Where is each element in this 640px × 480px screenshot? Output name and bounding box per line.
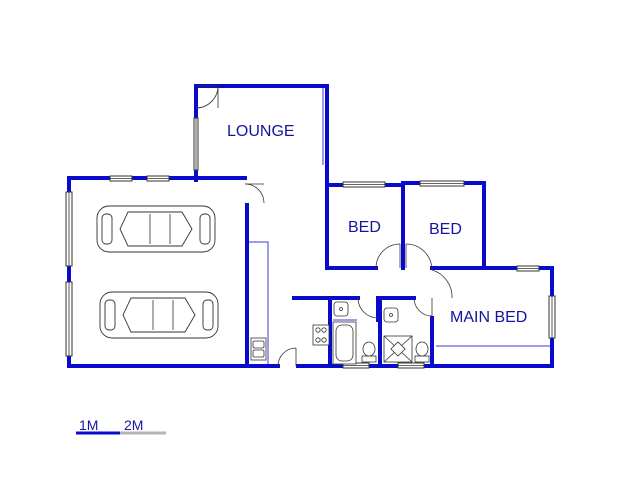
window-main-bed-top: [516, 265, 540, 272]
car-1: [96, 205, 216, 253]
basin-bath2: [383, 307, 399, 323]
window-garage-left-2: [65, 281, 73, 357]
door-garage: [244, 183, 265, 204]
window-main-bed-right: [548, 295, 556, 339]
main-bed-bottom-wall: [430, 344, 554, 368]
door-bath1: [357, 297, 379, 319]
scale-label-2m: 2M: [124, 417, 143, 433]
window-bed2: [419, 180, 465, 187]
fixtures: [250, 301, 430, 365]
stove: [312, 324, 330, 346]
scale-label-1m: 1M: [79, 417, 98, 433]
room-label-bed-2: BED: [429, 221, 462, 238]
window-garage-top-1: [109, 175, 133, 182]
bathtub: [332, 321, 357, 365]
toilet-bath2: [414, 341, 430, 363]
lounge-wall: [194, 84, 329, 187]
window-lounge-left: [193, 117, 199, 171]
toilet-bath1: [361, 341, 377, 363]
scale-bar: 1M 2M: [76, 417, 166, 435]
room-label-lounge: LOUNGE: [227, 123, 295, 140]
door-lounge: [195, 85, 219, 109]
basin-bath1: [333, 301, 349, 317]
kitchen-counter: [249, 241, 269, 364]
window-garage-top-2: [146, 175, 170, 182]
window-bed1: [342, 181, 386, 188]
shower: [383, 335, 413, 363]
door-entrance: [277, 347, 297, 367]
kitchen-sink: [250, 337, 267, 361]
door-bed1: [375, 243, 401, 269]
door-bed2: [405, 243, 433, 271]
doors: [195, 85, 453, 367]
car-2: [99, 291, 219, 339]
door-main-bed: [413, 269, 453, 318]
room-label-main-bed: MAIN BED: [450, 309, 527, 326]
window-bath2: [397, 362, 425, 369]
walls: [67, 84, 554, 368]
room-label-bed-1: BED: [348, 219, 381, 236]
windows: [65, 117, 556, 369]
window-garage-left-1: [65, 191, 73, 267]
thin-lines: [249, 88, 550, 364]
